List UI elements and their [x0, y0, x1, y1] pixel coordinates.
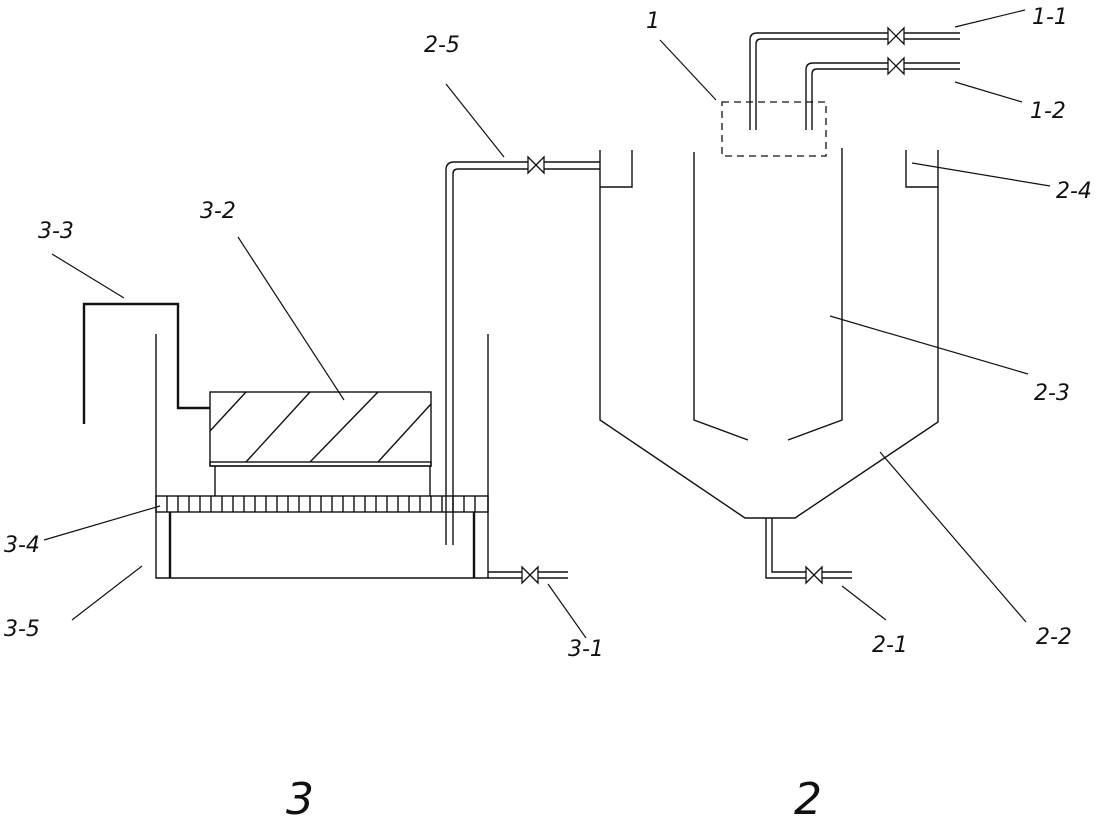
outlet-pipe [82, 302, 210, 424]
label-3-5: 3-5 [4, 617, 40, 642]
valve-icon[interactable] [887, 56, 905, 76]
label-1-1: 1-1 [1032, 5, 1068, 30]
label-2-1: 2-1 [872, 633, 908, 658]
feed-pipes [749, 32, 960, 130]
label-1: 1 [646, 9, 660, 34]
valve-icon[interactable] [887, 26, 905, 46]
label-3-1: 3-1 [568, 637, 604, 662]
filter-block [209, 391, 432, 467]
transfer-pipe [445, 161, 600, 545]
feed-box [721, 101, 827, 157]
settling-tank [599, 148, 939, 519]
filter-tank [155, 334, 489, 579]
bottom-outlet-pipe [488, 571, 568, 579]
label-3-4: 3-4 [4, 533, 40, 558]
label-2-2: 2-2 [1036, 625, 1072, 650]
valve-icon[interactable] [805, 565, 823, 585]
label-3-3: 3-3 [38, 219, 74, 244]
label-2-5: 2-5 [424, 33, 460, 58]
label-2-4: 2-4 [1056, 179, 1092, 204]
label-1-2: 1-2 [1030, 99, 1066, 124]
unit-number-3: 3 [286, 774, 314, 821]
valve-icon[interactable] [527, 155, 545, 175]
label-2-3: 2-3 [1034, 381, 1070, 406]
unit-number-2: 2 [794, 774, 822, 821]
leader-lines [43, 9, 1051, 639]
label-3-2: 3-2 [200, 199, 236, 224]
drain-pipe [765, 518, 852, 579]
valve-icon[interactable] [521, 565, 539, 585]
